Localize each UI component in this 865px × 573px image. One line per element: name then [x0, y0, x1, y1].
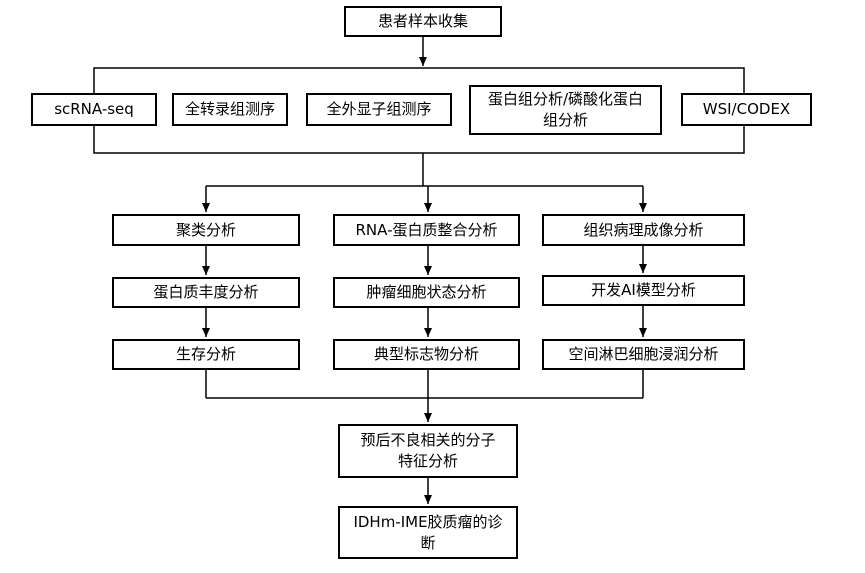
- node-ai-model: 开发AI模型分析: [542, 275, 745, 306]
- node-rna-protein: RNA-蛋白质整合分析: [333, 214, 520, 246]
- node-protein-abundance: 蛋白质丰度分析: [112, 277, 300, 308]
- node-cluster: 聚类分析: [112, 214, 300, 246]
- omics-bracket-bottom: [93, 114, 745, 154]
- node-exome: 全外显子组测序: [306, 93, 452, 126]
- omics-bracket-top: [93, 67, 745, 104]
- node-histo: 组织病理成像分析: [542, 214, 745, 246]
- node-survival: 生存分析: [112, 339, 300, 370]
- node-tumor-state: 肿瘤细胞状态分析: [333, 277, 520, 308]
- node-proteome: 蛋白组分析/磷酸化蛋白组分析: [469, 85, 662, 135]
- node-transcriptome: 全转录组测序: [172, 93, 288, 126]
- node-collect: 患者样本收集: [344, 6, 502, 37]
- node-wsi: WSI/CODEX: [681, 93, 812, 126]
- node-scrna: scRNA-seq: [31, 93, 157, 126]
- node-marker: 典型标志物分析: [333, 339, 520, 370]
- node-prognosis: 预后不良相关的分子特征分析: [338, 424, 518, 478]
- node-diagnosis: IDHm-IME胶质瘤的诊断: [338, 506, 518, 559]
- node-lymph: 空间淋巴细胞浸润分析: [542, 339, 745, 370]
